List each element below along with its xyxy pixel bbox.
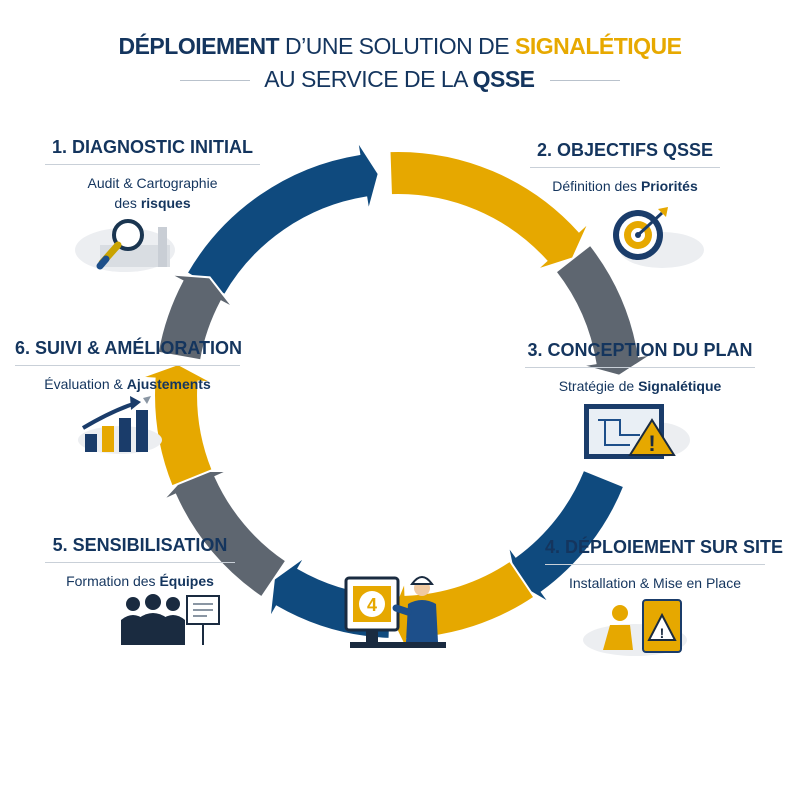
step-6-desc-text: Évaluation & bbox=[44, 376, 123, 392]
step-6-desc: Évaluation & Ajustements bbox=[15, 374, 240, 394]
growth-chart-icon bbox=[78, 396, 162, 454]
step-3: 3. CONCEPTION DU PLAN Stratégie de Signa… bbox=[525, 340, 755, 396]
step-5: 5. SENSIBILISATION Formation des Équipes bbox=[45, 535, 235, 591]
sign-number: 4 bbox=[367, 595, 377, 615]
step-4: 4. DÉPLOIEMENT SUR SITE Installation & M… bbox=[545, 537, 783, 593]
title-bold: DÉPLOIEMENT bbox=[118, 33, 280, 59]
title-accent: SIGNALÉTIQUE bbox=[514, 33, 682, 59]
step-3-desc-text: Stratégie de bbox=[558, 378, 635, 394]
step-6-desc-bold: Ajustements bbox=[126, 376, 211, 392]
title-mid: D’UNE SOLUTION DE bbox=[285, 33, 510, 59]
arrow-objectifs bbox=[388, 149, 591, 272]
svg-text:!: ! bbox=[660, 625, 665, 641]
arrow-to-diagnostic bbox=[156, 273, 235, 362]
divider-right bbox=[550, 80, 621, 82]
step-1-desc-bold: risques bbox=[140, 195, 191, 211]
step-2-desc-text: Définition des bbox=[552, 178, 638, 194]
step-3-desc-bold: Signalétique bbox=[638, 378, 722, 394]
step-1: 1. DIAGNOSTIC INITIAL Audit & Cartograph… bbox=[45, 137, 260, 213]
step-2-desc: Définition des Priorités bbox=[530, 176, 720, 196]
target-icon bbox=[613, 207, 704, 268]
step-2: 2. OBJECTIFS QSSE Définition des Priorit… bbox=[530, 140, 720, 196]
step-6-title: 6. SUIVI & AMÉLIORATION bbox=[15, 338, 242, 366]
title-line-1: DÉPLOIEMENT D’UNE SOLUTION DE SIGNALÉTIQ… bbox=[0, 33, 800, 60]
plan-warning-icon: ! bbox=[584, 404, 690, 459]
magnifier-factory-icon bbox=[75, 219, 175, 272]
step-5-desc-bold: Équipes bbox=[159, 573, 214, 589]
step-2-desc-bold: Priorités bbox=[640, 178, 698, 194]
arrow-suivi bbox=[140, 363, 214, 488]
step-1-desc: Audit & Cartographie des risques bbox=[45, 173, 260, 213]
step-5-desc: Formation des Équipes bbox=[45, 571, 235, 591]
step-1-title: 1. DIAGNOSTIC INITIAL bbox=[45, 137, 260, 165]
team-training-icon bbox=[121, 594, 220, 645]
svg-text:!: ! bbox=[648, 431, 655, 456]
step-3-desc: Stratégie de Signalétique bbox=[525, 376, 755, 396]
step-3-title: 3. CONCEPTION DU PLAN bbox=[525, 340, 755, 368]
step-5-desc-text: Formation des bbox=[66, 573, 156, 589]
step-6: 6. SUIVI & AMÉLIORATION Évaluation & Aju… bbox=[15, 338, 242, 394]
step-2-title: 2. OBJECTIFS QSSE bbox=[530, 140, 720, 168]
step-4-title: 4. DÉPLOIEMENT SUR SITE bbox=[545, 537, 783, 565]
step-4-desc: Installation & Mise en Place bbox=[545, 573, 765, 593]
step-5-title: 5. SENSIBILISATION bbox=[45, 535, 235, 563]
worker-installing-icon: ! bbox=[583, 599, 687, 656]
worker-with-sign-icon: 4 bbox=[344, 576, 446, 648]
divider-left bbox=[179, 80, 250, 82]
step-4-desc-text: Installation & Mise en Place bbox=[569, 575, 741, 591]
arrow-to-conception bbox=[554, 243, 654, 377]
step-1-desc-text: Audit & Cartographie bbox=[87, 175, 218, 191]
step-1-desc-prefix: des bbox=[114, 195, 137, 211]
subtitle-bold: QSSE bbox=[472, 66, 535, 92]
arrow-diagnostic-to-objectifs bbox=[185, 139, 380, 297]
title-line-2: AU SERVICE DE LA QSSE bbox=[0, 66, 800, 93]
subtitle-text: AU SERVICE DE LA bbox=[264, 66, 467, 92]
